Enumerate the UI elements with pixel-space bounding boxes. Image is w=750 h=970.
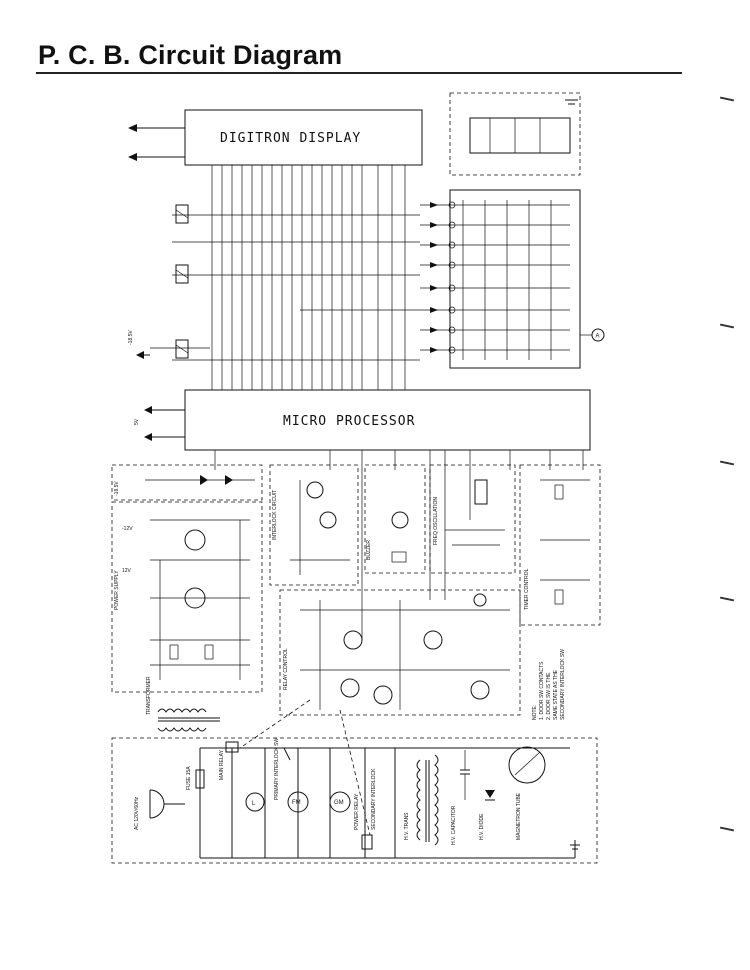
lamp-label: L (252, 801, 256, 807)
magnetron-label: MAGNETRON TUBE (516, 792, 522, 840)
digitron-display-label: DIGITRON DISPLAY (220, 131, 361, 146)
page-title: P. C. B. Circuit Diagram (38, 40, 343, 70)
transformer-label: TRANSFORMER (146, 676, 152, 715)
left-resistor-networks: -18.5V (128, 204, 189, 359)
note-line-2: 1. DOOR SW CONTACTS (539, 661, 545, 720)
micro-processor: MICRO PROCESSOR (184, 389, 591, 451)
relay-control-label: RELAY CONTROL (283, 648, 289, 690)
lamp: L (245, 792, 265, 812)
primary-interlock: PRIMARY INTERLOCK SW (274, 738, 291, 800)
mains-plug: AC 120V/60Hz (134, 789, 185, 830)
note-line-1: NOTE: (532, 705, 538, 720)
keyboard-switch-block (449, 92, 581, 176)
buzzer-block: BUZZER (364, 464, 426, 574)
hv-transformer: H.V. TRANS (404, 754, 439, 846)
fuse-label: FUSE 15A (186, 766, 192, 790)
magnetron: MAGNETRON TUBE (508, 746, 546, 840)
display-output-arrows (128, 124, 185, 161)
main-relay-label: MAIN RELAY (219, 749, 225, 780)
display-bus-lines (150, 165, 420, 390)
micro-processor-label: MICRO PROCESSOR (283, 414, 415, 429)
hv-diode: H.V. DIODE (479, 790, 495, 840)
buzzer-label: BUZZER (366, 540, 372, 560)
hv-capacitor-label: H.V. CAPACITOR (451, 805, 457, 845)
main-relay: MAIN RELAY (219, 741, 239, 780)
voltage-label-3: -12V (122, 526, 133, 532)
hv-diode-label: H.V. DIODE (479, 813, 485, 840)
power-relay: POWER RELAY (354, 793, 373, 850)
voltage-label-1: -18.5V (128, 330, 134, 345)
grill-motor: GM (329, 791, 351, 813)
processor-supply-arrows: 5V (134, 406, 185, 441)
keyboard-matrix (420, 189, 581, 369)
secondary-interlock-label: SECONDARY INTERLOCK (371, 768, 377, 830)
freq-osc-block: FREQ OSCILLATION (429, 464, 516, 574)
fan-motor-label: FM (292, 800, 301, 806)
interlock-circuit-block: INTERLOCK CIRCUIT (269, 464, 359, 586)
voltage-label-5: -18.5V (114, 481, 120, 496)
timer-control-label: TIMER CONTROL (524, 568, 530, 610)
power-relay-label: POWER RELAY (354, 793, 360, 830)
high-voltage-section (111, 737, 598, 864)
note-line-3: 2. DOOR SW IS THE (546, 672, 552, 720)
voltage-label-4: 12V (122, 568, 132, 574)
note-line-4: SAME STATE AS THE (553, 669, 559, 720)
title-underline (36, 72, 682, 74)
test-point-label: A (596, 334, 600, 340)
primary-interlock-label: PRIMARY INTERLOCK SW (274, 738, 280, 800)
timer-control-block: TIMER CONTROL (519, 464, 601, 626)
digitron-display: DIGITRON DISPLAY (184, 109, 423, 166)
hv-capacitor: H.V. CAPACITOR (451, 750, 470, 845)
fuse: FUSE 15A (186, 766, 205, 790)
mains-label: AC 120V/60Hz (134, 796, 140, 830)
power-supply-label: POWER SUPPLY (114, 570, 120, 610)
notes-block: NOTE: 1. DOOR SW CONTACTS 2. DOOR SW IS … (532, 649, 566, 720)
relay-link-line-1 (239, 699, 311, 749)
transformer: TRANSFORMER (146, 676, 220, 732)
grill-motor-label: GM (334, 800, 344, 806)
relay-link-line-2 (339, 709, 371, 836)
freq-osc-label: FREQ OSCILLATION (433, 497, 439, 545)
secondary-interlock: SECONDARY INTERLOCK (371, 768, 377, 830)
hv-trans-label: H.V. TRANS (404, 812, 410, 840)
interlock-circuit-label: INTERLOCK CIRCUIT (272, 490, 278, 540)
top-left-diode-block: -18.5V (111, 464, 263, 501)
fan-motor: FM (287, 791, 309, 813)
test-point: A (580, 328, 605, 342)
power-supply-block: POWER SUPPLY -12V 12V (111, 501, 263, 693)
voltage-label-2: 5V (134, 418, 140, 425)
relay-control-block: RELAY CONTROL (279, 589, 521, 716)
note-line-5: SECONDARY INTERLOCK SW (560, 649, 566, 720)
